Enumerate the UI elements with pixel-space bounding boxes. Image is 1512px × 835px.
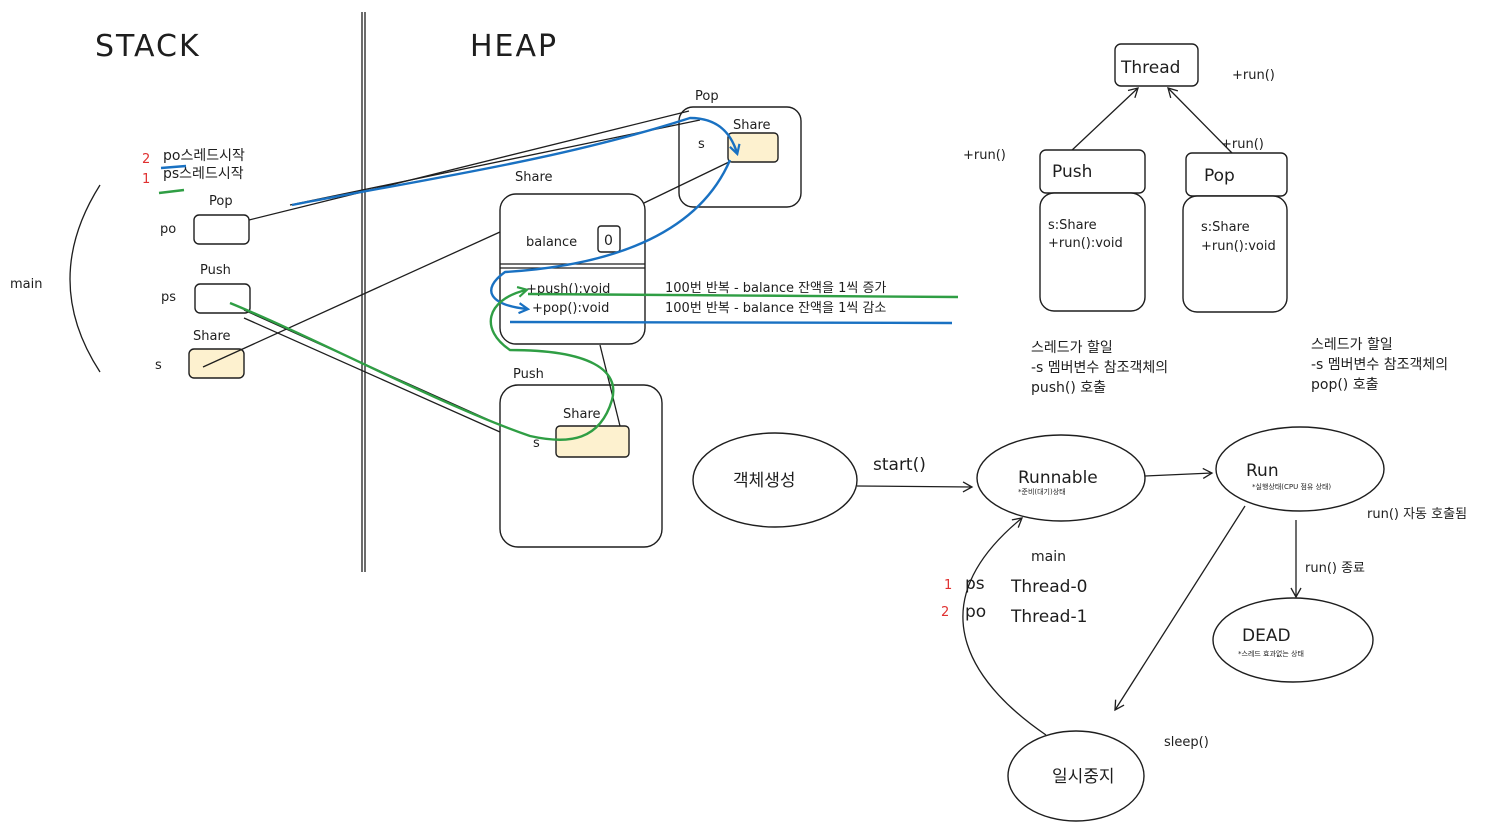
- uml-pop-header: [1185, 152, 1288, 197]
- uml-thread-box: [1114, 43, 1199, 87]
- share-balance-label: balance: [526, 235, 577, 250]
- note-num-po: 2: [142, 152, 150, 167]
- main-label: main: [10, 277, 42, 292]
- state-run-label: Run: [1246, 461, 1279, 481]
- pop-desc-line-2: pop() 호출: [1311, 377, 1379, 393]
- start-arrow: [856, 481, 974, 493]
- stack-heap-divider: [361, 12, 366, 572]
- push-extends-thread-arrow: [1069, 87, 1139, 153]
- thread-num-0: 1: [944, 578, 952, 593]
- main-bracket: [69, 184, 101, 373]
- stack-title: STACK: [95, 29, 201, 64]
- state-run-sub: *실행상태(CPU 점유 상태): [1252, 482, 1331, 491]
- ps-type-label: Push: [200, 263, 231, 278]
- s-var-label: s: [155, 358, 162, 373]
- share-balance-value: 0: [604, 233, 613, 249]
- pop-extends-thread-arrow: [1167, 87, 1233, 154]
- thread-name-0: Thread-0: [1010, 577, 1087, 597]
- push-method-note: 100번 반복 - balance 잔액을 1씩 증가: [665, 281, 886, 296]
- pop-desc-line-0: 스레드가 할일: [1311, 337, 1393, 353]
- run-auto-label: run() 자동 호출됨: [1367, 507, 1467, 522]
- uml-push-override: +run(): [963, 148, 1006, 163]
- heap-title: HEAP: [470, 29, 558, 64]
- po-type-label: Pop: [209, 194, 233, 209]
- po-var-label: po: [160, 222, 176, 237]
- ps-flow-arrows: [229, 290, 959, 442]
- ps-underline: [158, 188, 185, 195]
- heap-push-s-box: [555, 425, 630, 458]
- state-create: [692, 432, 858, 528]
- heap-push-share-label: Share: [563, 407, 601, 422]
- heap-pop-share-label: Share: [733, 118, 771, 133]
- note-ps-thread-start: ps스레드시작: [163, 166, 244, 182]
- heap-push-field: s: [533, 436, 540, 451]
- pop-desc-line-1: -s 멤버변수 참조객체의: [1311, 357, 1448, 373]
- thread-name-1: Thread-1: [1010, 607, 1087, 627]
- push-desc-line-0: 스레드가 할일: [1031, 340, 1113, 356]
- share-balance-box: [597, 225, 621, 253]
- uml-pop-override: +run(): [1221, 137, 1264, 152]
- uml-pop-field-1: +run():void: [1201, 239, 1276, 254]
- pop-method-note: 100번 반복 - balance 잔액을 1씩 감소: [665, 301, 886, 316]
- state-dead-label: DEAD: [1242, 626, 1291, 646]
- uml-push-name: Push: [1052, 162, 1092, 182]
- ps-var-label: ps: [161, 290, 176, 305]
- uml-push-field-1: +run():void: [1048, 236, 1123, 251]
- heap-push-title: Push: [513, 367, 544, 382]
- start-label: start(): [873, 455, 926, 475]
- heap-pop-title: Pop: [695, 89, 719, 104]
- lifecycle-main-label: main: [1031, 549, 1066, 565]
- uml-pop-body: [1182, 195, 1288, 313]
- note-po-thread-start: po스레드시작: [163, 148, 245, 164]
- heap-pop-field: s: [698, 137, 705, 152]
- po-ref-box: [193, 214, 250, 245]
- state-runnable-label: Runnable: [1018, 468, 1098, 488]
- push-desc-line-1: -s 멤버변수 참조객체의: [1031, 360, 1168, 376]
- po-flow-arrows: [291, 116, 953, 325]
- state-dead: [1212, 597, 1374, 683]
- run-end-label: run() 종료: [1305, 561, 1365, 576]
- state-pause-label: 일시중지: [1052, 767, 1115, 787]
- thread-num-1: 2: [941, 605, 949, 620]
- share-method-pop: +pop():void: [532, 301, 609, 316]
- uml-push-field-0: s:Share: [1048, 218, 1097, 233]
- uml-push-body: [1039, 192, 1146, 312]
- state-runnable: [976, 434, 1146, 522]
- thread-var-1: po: [965, 602, 986, 622]
- state-pause: [1007, 730, 1145, 822]
- uml-thread-run: +run(): [1232, 68, 1275, 83]
- state-run: [1215, 426, 1385, 512]
- runnable-to-run-arrow: [1144, 467, 1214, 479]
- run-to-pause-arrow: [1114, 505, 1246, 712]
- heap-share-title: Share: [515, 170, 553, 185]
- uml-pop-name: Pop: [1204, 166, 1235, 186]
- state-runnable-sub: *준비(대기)상태: [1018, 487, 1066, 496]
- thread-var-0: ps: [965, 574, 985, 594]
- sleep-label: sleep(): [1164, 735, 1209, 750]
- po-underline: [160, 164, 187, 170]
- pause-to-runnable-arrow: [962, 517, 1047, 736]
- s-type-label: Share: [193, 329, 231, 344]
- push-desc-line-2: push() 호출: [1031, 380, 1106, 396]
- uml-thread-name: Thread: [1120, 58, 1180, 78]
- reference-lines: [202, 110, 730, 433]
- state-dead-sub: *스레드 효과없는 상태: [1238, 649, 1304, 658]
- uml-pop-field-0: s:Share: [1201, 220, 1250, 235]
- s-ref-box: [188, 348, 245, 379]
- state-create-label: 객체생성: [733, 471, 796, 491]
- note-num-ps: 1: [142, 172, 150, 187]
